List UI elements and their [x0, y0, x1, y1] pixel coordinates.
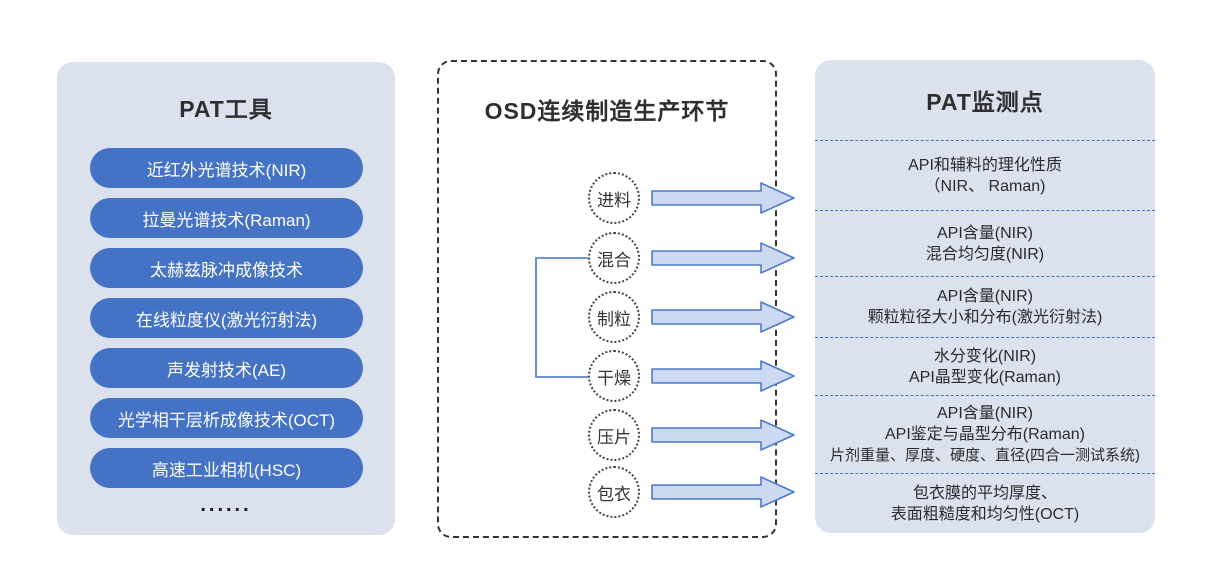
pat-tool-raman: 拉曼光谱技术(Raman)	[90, 198, 363, 238]
monitoring-row-feeding: API和辅料的理化性质 （NIR、 Raman)	[815, 140, 1155, 210]
flow-arrow-blending	[651, 242, 795, 274]
monitoring-line: API晶型变化(Raman)	[908, 368, 1062, 386]
monitoring-line: API含量(NIR)	[936, 224, 1033, 242]
monitoring-line: API和辅料的理化性质	[908, 156, 1062, 174]
monitoring-line: API含量(NIR)	[936, 288, 1033, 305]
pat-tool-oct: 光学相干层析成像技术(OCT)	[90, 398, 363, 438]
flow-arrow-granulation	[651, 301, 795, 333]
pat-monitoring-title: PAT监测点	[926, 89, 1044, 115]
flow-arrow-compression	[651, 419, 795, 451]
osd-process-title: OSD连续制造生产环节	[484, 98, 730, 124]
monitoring-row-granulation: API含量(NIR) 颗粒粒径大小和分布(激光衍射法)	[815, 276, 1155, 337]
pat-tool-particle-sizer: 在线粒度仪(激光衍射法)	[90, 298, 363, 338]
monitoring-line: （NIR、 Raman)	[924, 177, 1046, 195]
monitoring-row-compression: API含量(NIR) API鉴定与晶型分布(Raman) 片剂重量、厚度、硬度、…	[815, 395, 1155, 473]
monitoring-row-coating: 包衣膜的平均厚度、 表面粗糙度和均匀性(OCT)	[815, 473, 1155, 533]
monitoring-line: 水分变化(NIR)	[933, 347, 1037, 365]
flow-arrow-coating	[651, 476, 795, 508]
step-label: 混合	[597, 250, 631, 270]
monitoring-line: 表面粗糙度和均匀性(OCT)	[890, 505, 1080, 523]
step-label: 制粒	[597, 309, 631, 329]
monitoring-line: 混合均匀度(NIR)	[925, 245, 1045, 263]
pat-monitoring-panel: PAT监测点 API和辅料的理化性质 （NIR、 Raman) API含量(NI…	[815, 60, 1155, 533]
pat-monitoring-title-box: PAT监测点	[815, 60, 1155, 140]
pat-tools-title: PAT工具	[179, 96, 273, 122]
monitoring-line: API含量(NIR)	[936, 405, 1033, 422]
process-step-feeding: 进料	[588, 172, 640, 224]
monitoring-row-drying: 水分变化(NIR) API晶型变化(Raman)	[815, 337, 1155, 395]
pat-tools-panel: PAT工具 近红外光谱技术(NIR) 拉曼光谱技术(Raman) 太赫兹脉冲成像…	[57, 62, 395, 535]
step-label: 压片	[597, 427, 631, 447]
monitoring-line: API鉴定与晶型分布(Raman)	[884, 426, 1086, 443]
process-step-blending: 混合	[588, 232, 640, 284]
monitoring-line: 颗粒粒径大小和分布(激光衍射法)	[867, 309, 1103, 326]
pat-tool-nir: 近红外光谱技术(NIR)	[90, 148, 363, 188]
process-step-drying: 干燥	[588, 350, 640, 402]
blending-drying-connector-line	[535, 257, 589, 378]
monitoring-line: 片剂重量、厚度、硬度、直径(四合一测试系统)	[830, 447, 1140, 464]
pat-tool-ae: 声发射技术(AE)	[90, 348, 363, 388]
process-step-coating: 包衣	[588, 466, 640, 518]
process-step-compression: 压片	[588, 409, 640, 461]
pat-tool-terahertz: 太赫兹脉冲成像技术	[90, 248, 363, 288]
monitoring-line: 包衣膜的平均厚度、	[912, 484, 1057, 502]
more-tools-ellipsis: ......	[200, 494, 252, 516]
monitoring-row-blending: API含量(NIR) 混合均匀度(NIR)	[815, 210, 1155, 276]
step-label: 干燥	[597, 368, 631, 388]
step-label: 进料	[597, 190, 631, 210]
osd-process-panel: OSD连续制造生产环节	[437, 60, 777, 538]
flow-arrow-drying	[651, 360, 795, 392]
step-label: 包衣	[597, 484, 631, 504]
process-step-granulation: 制粒	[588, 291, 640, 343]
pat-tool-hsc: 高速工业相机(HSC)	[90, 448, 363, 488]
flow-arrow-feeding	[651, 182, 795, 214]
